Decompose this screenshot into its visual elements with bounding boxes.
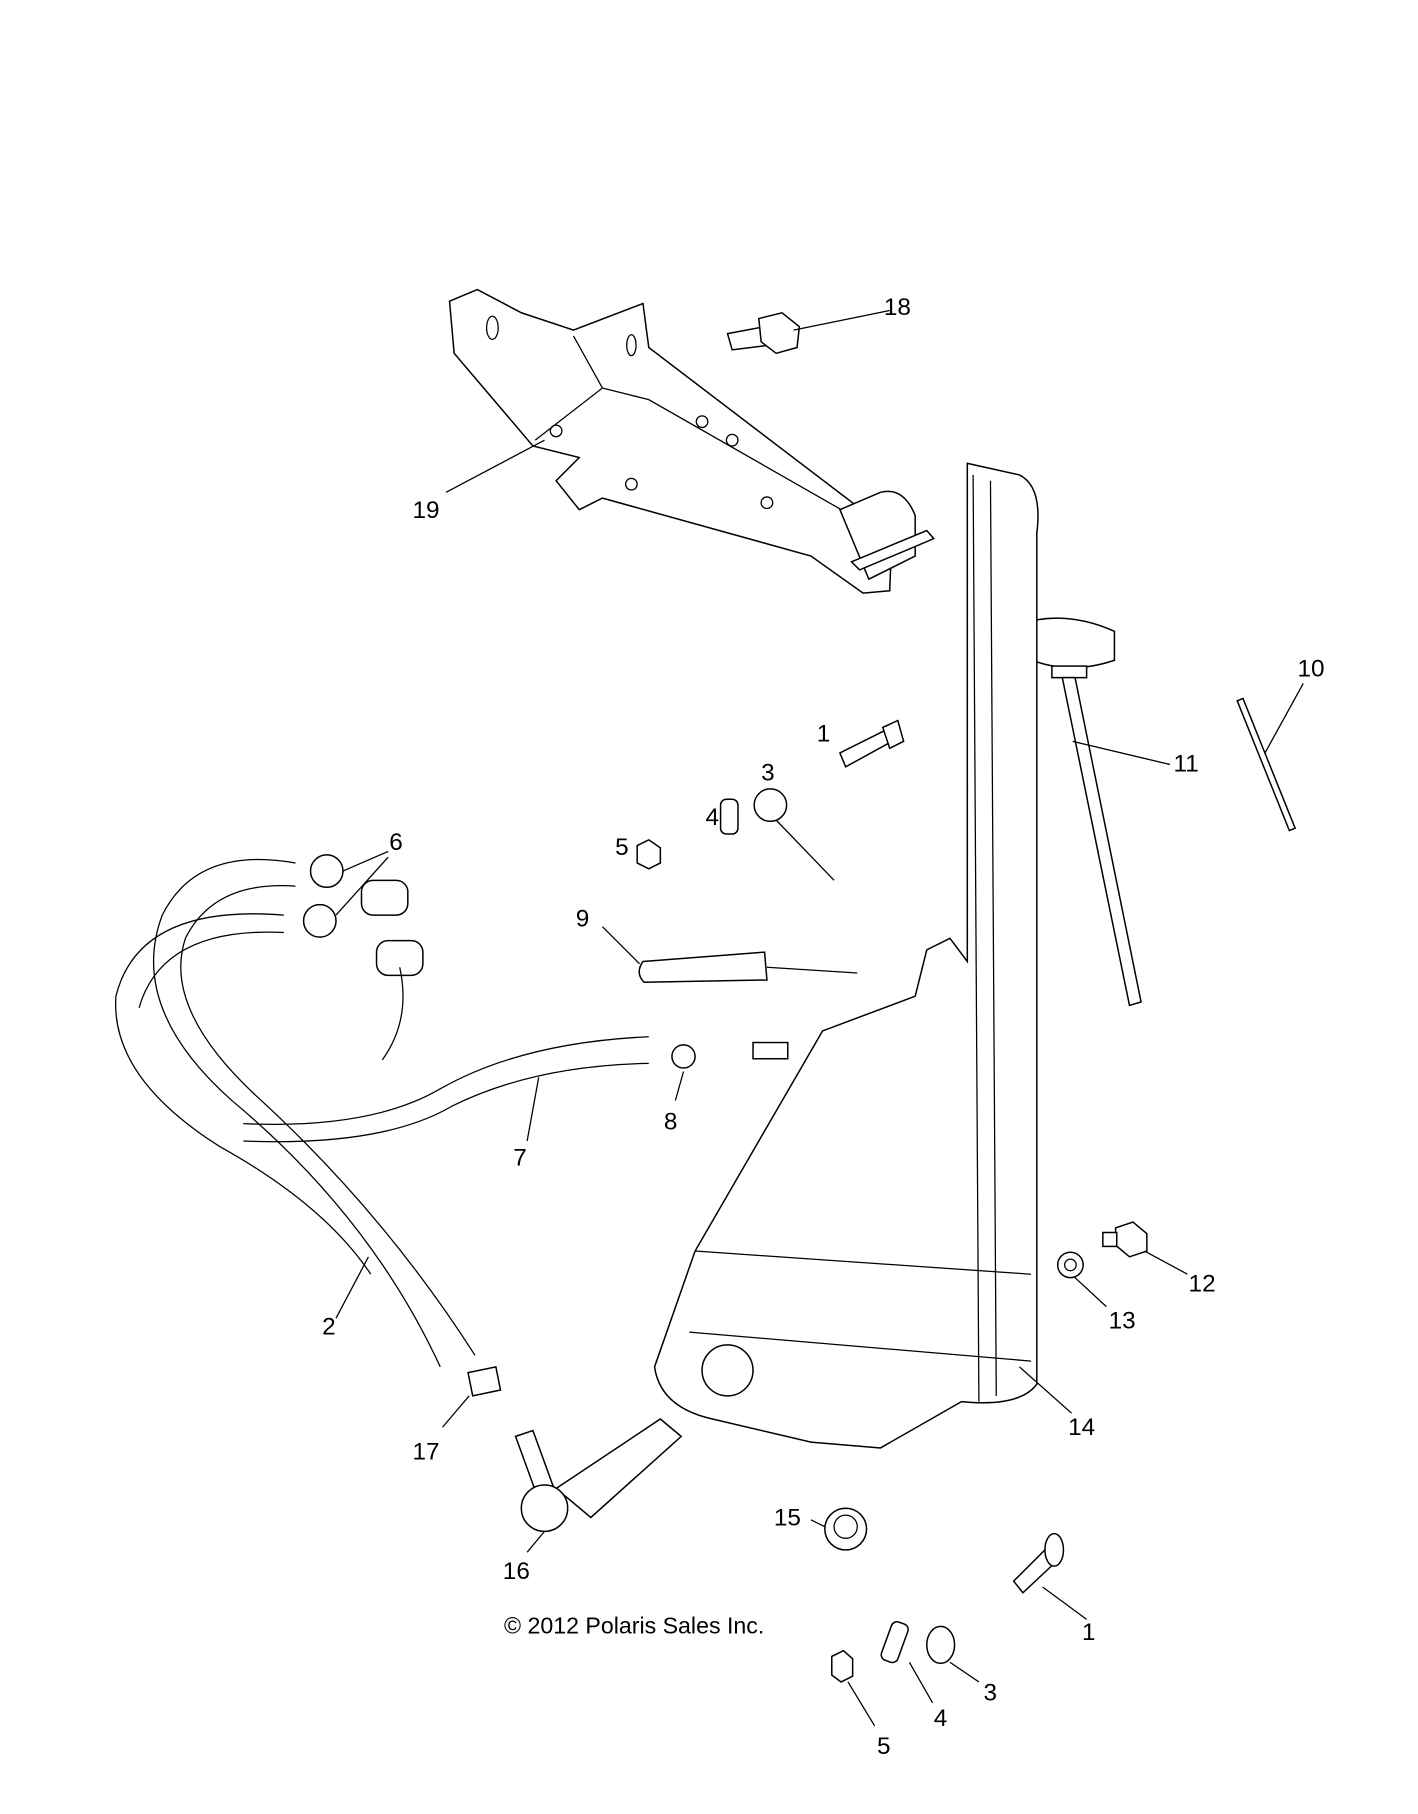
bolt-18 (726, 309, 890, 355)
hardware-top (636, 719, 905, 881)
callout-10: 10 (1297, 655, 1324, 682)
hose-clamps (302, 850, 424, 1061)
dipstick (1013, 617, 1171, 1007)
coolant-tank (653, 462, 1039, 1449)
callout-1: 1 (817, 720, 831, 747)
callout-17: 17 (412, 1439, 439, 1466)
callout-16: 16 (503, 1558, 530, 1585)
callout-5-bottom: 5 (877, 1733, 891, 1760)
callout-14: 14 (1068, 1414, 1095, 1441)
callout-5: 5 (615, 834, 629, 861)
callout-11: 11 (1174, 750, 1199, 777)
callout-6: 6 (389, 829, 403, 856)
callout-19: 19 (412, 497, 439, 524)
callout-4: 4 (706, 804, 720, 831)
callout-15: 15 (774, 1505, 801, 1532)
hose-9 (601, 926, 858, 984)
fitting-12-washer-13 (1056, 1221, 1188, 1308)
copyright: © 2012 Polaris Sales Inc. (504, 1612, 764, 1638)
callout-18: 18 (884, 294, 911, 321)
hoses (115, 858, 649, 1368)
callout-1-bottom: 1 (1082, 1619, 1096, 1646)
callout-9: 9 (576, 906, 590, 933)
callout-3-bottom: 3 (984, 1679, 998, 1706)
callout-7: 7 (513, 1144, 527, 1171)
mounting-bracket (445, 288, 893, 594)
callout-2: 2 (322, 1313, 336, 1340)
clamp-8 (671, 1041, 789, 1101)
callout-4-bottom: 4 (934, 1705, 948, 1732)
hardware-bottom (831, 1532, 1088, 1727)
callout-13: 13 (1109, 1308, 1136, 1335)
callout-3: 3 (761, 760, 775, 787)
callout-12: 12 (1189, 1271, 1216, 1298)
cable-tie (1236, 683, 1304, 832)
callout-8: 8 (664, 1108, 678, 1135)
elbow-fitting (442, 1365, 868, 1553)
